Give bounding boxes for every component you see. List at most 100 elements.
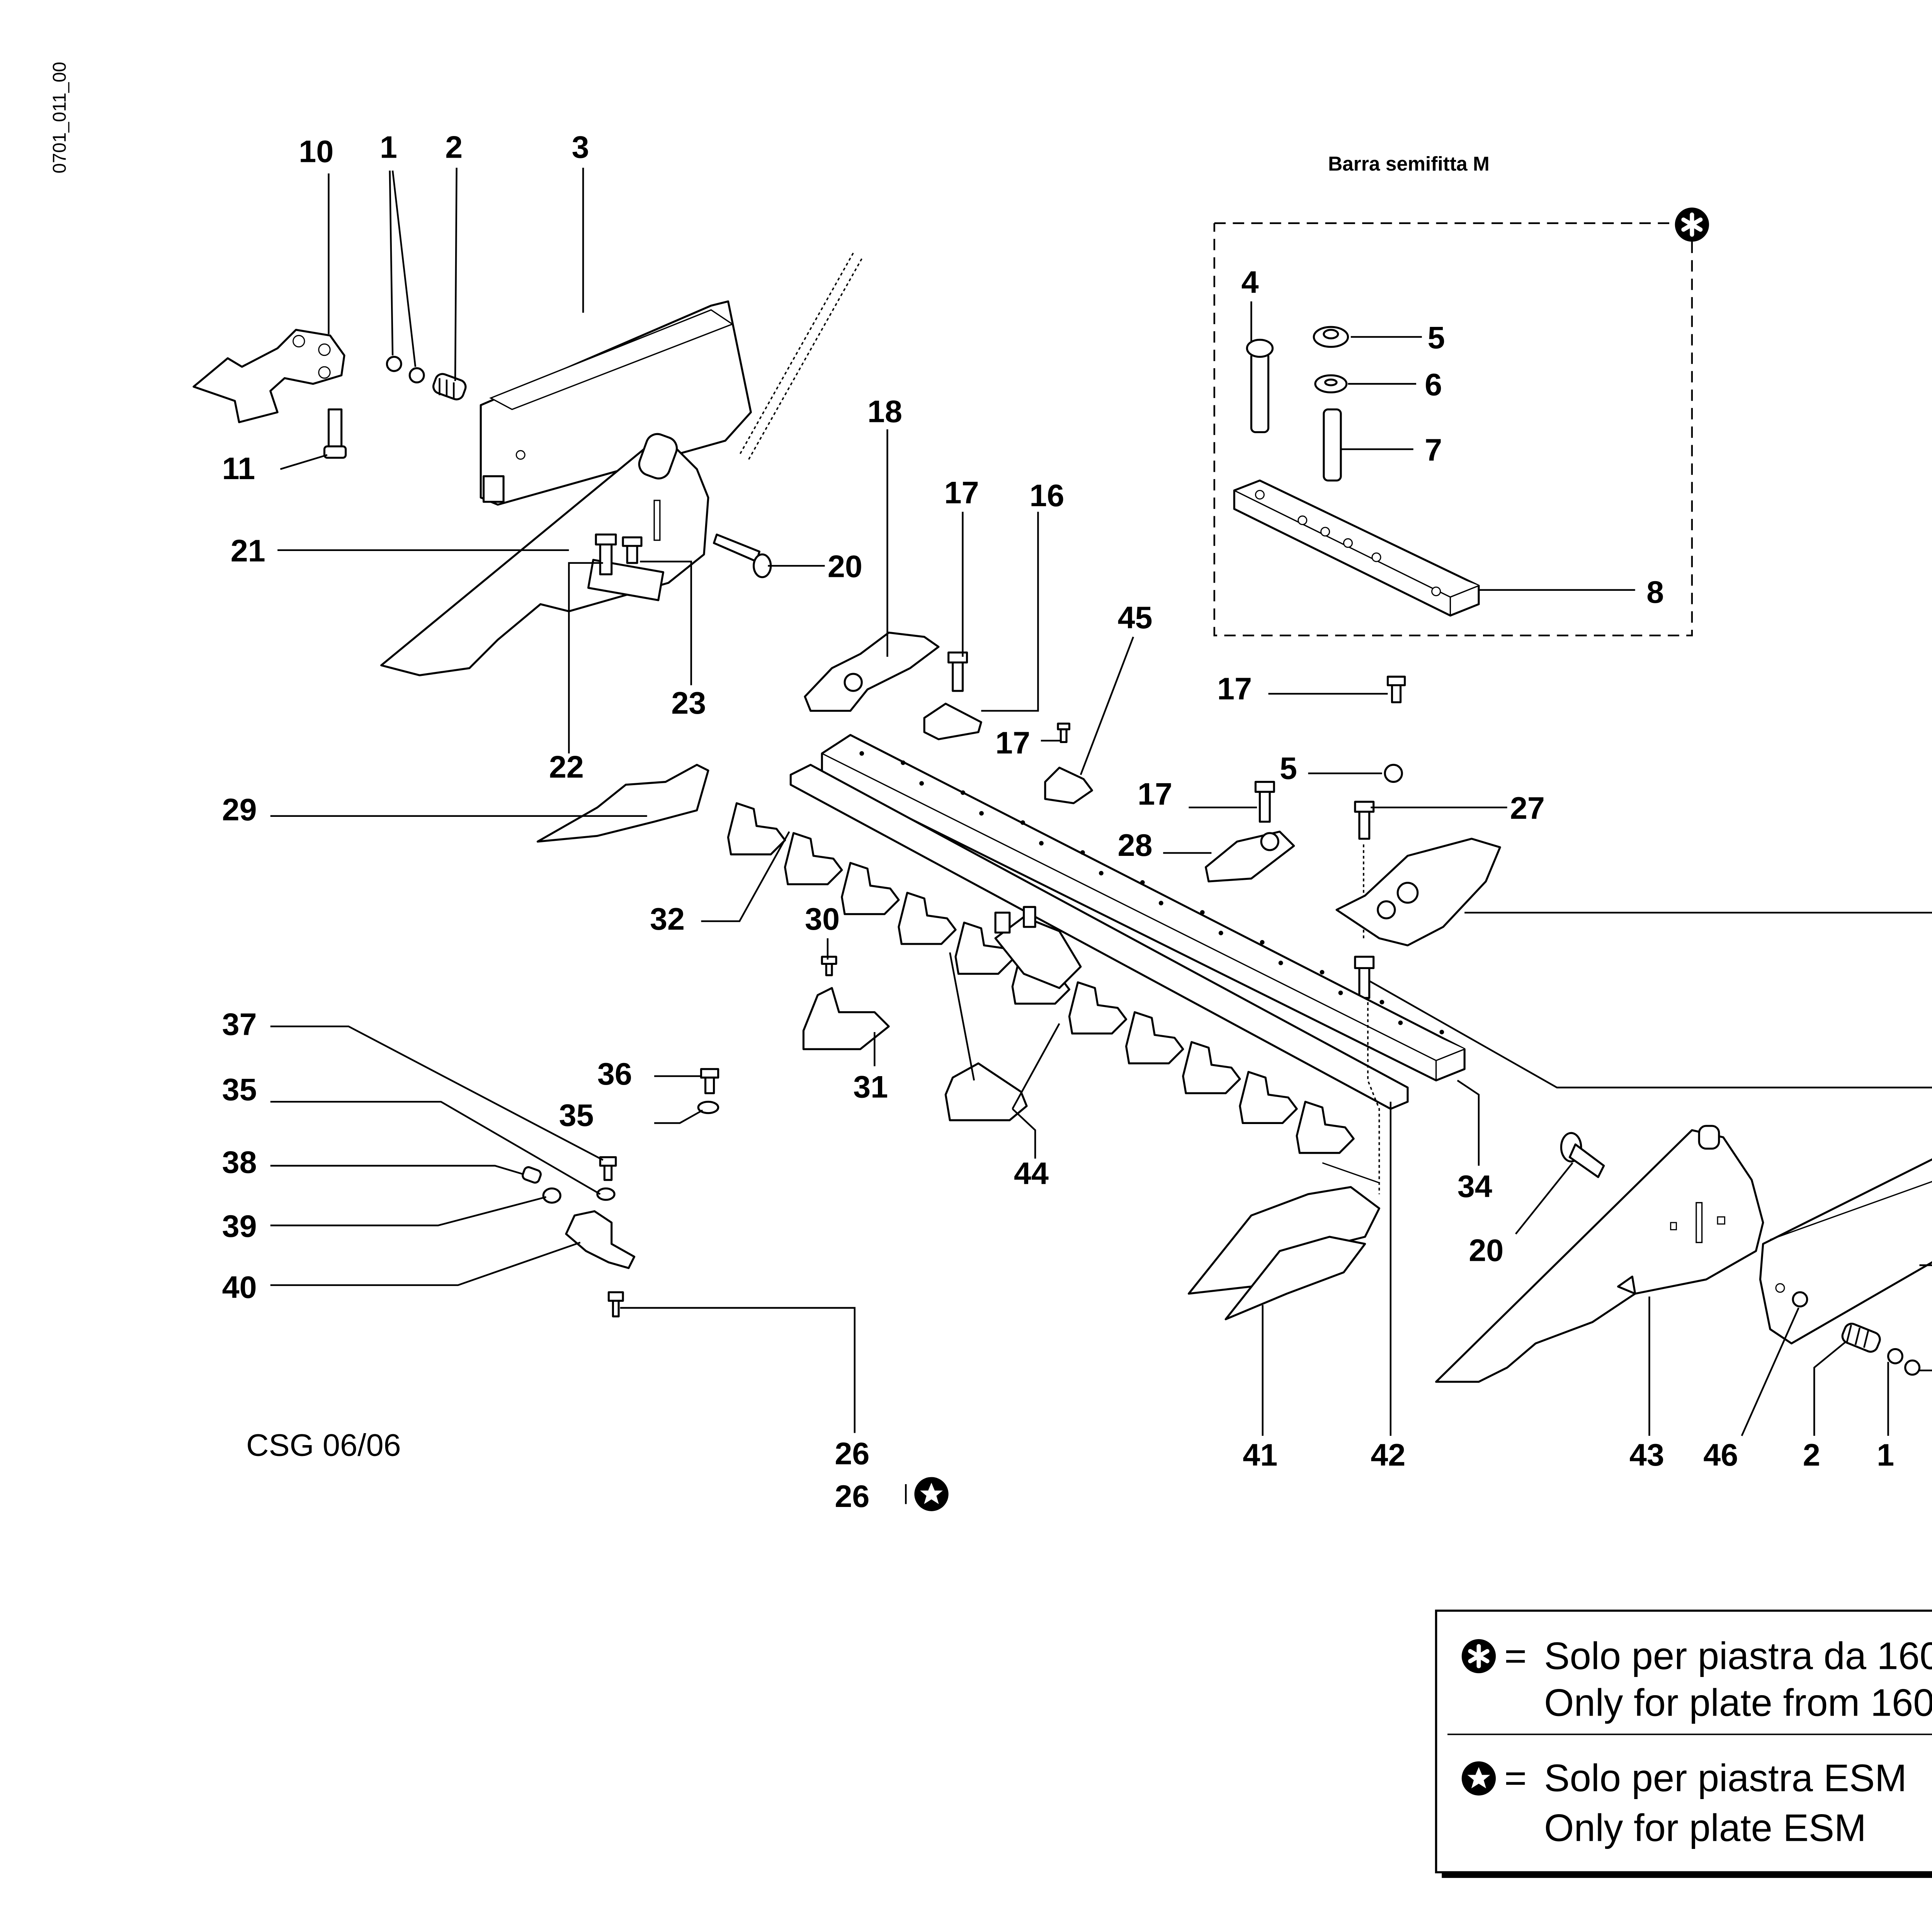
callout-29: 29 bbox=[222, 793, 257, 827]
bar-hole bbox=[1039, 841, 1044, 846]
bar-hole bbox=[1099, 871, 1104, 876]
part-10-bracket bbox=[192, 328, 345, 423]
part-23-bolt bbox=[622, 536, 643, 564]
callout-2: 2 bbox=[1803, 1438, 1820, 1473]
callout-2: 2 bbox=[445, 130, 463, 165]
asterisk-circle-icon bbox=[1461, 1639, 1496, 1673]
part-19-shield bbox=[1759, 1158, 1932, 1345]
inset-bolt-4 bbox=[1246, 338, 1274, 434]
callout-41: 41 bbox=[1243, 1438, 1277, 1473]
callout-32: 32 bbox=[650, 902, 685, 937]
part-44-section bbox=[944, 1062, 1028, 1121]
callout-labels: 10 1 2 3 11 21 20 22 23 18 17 16 17 45 4… bbox=[222, 130, 1894, 1514]
legend-equals: = bbox=[1504, 1757, 1527, 1800]
callout-6: 6 bbox=[1425, 367, 1442, 402]
bar-hole bbox=[919, 781, 924, 786]
callout-35: 35 bbox=[559, 1098, 594, 1133]
knife-section bbox=[727, 802, 786, 855]
callout-28: 28 bbox=[1117, 828, 1152, 863]
part-4-bolt bbox=[1354, 956, 1375, 999]
bar-hole bbox=[1379, 1000, 1384, 1005]
bar-hole bbox=[1158, 901, 1163, 906]
part-39-cap bbox=[542, 1187, 561, 1204]
part-27-bolt bbox=[1354, 801, 1375, 840]
part-1-nuts bbox=[386, 355, 425, 384]
bar-hole bbox=[961, 790, 965, 795]
callout-43: 43 bbox=[1629, 1438, 1664, 1473]
callout-31: 31 bbox=[853, 1070, 888, 1104]
callout-21: 21 bbox=[231, 534, 265, 568]
part-28-plate bbox=[1204, 830, 1295, 883]
inset-washer-6 bbox=[1314, 374, 1348, 394]
bar-hole bbox=[1439, 1030, 1444, 1034]
part-42-knife-back bbox=[789, 764, 1409, 1110]
callout-44: 44 bbox=[1014, 1156, 1049, 1191]
legend-equals: = bbox=[1504, 1634, 1527, 1677]
star-circle-icon bbox=[1461, 1761, 1496, 1796]
callout-27: 27 bbox=[1510, 791, 1545, 826]
callout-45: 45 bbox=[1117, 600, 1152, 635]
callout-11: 11 bbox=[222, 451, 255, 486]
callout-3: 3 bbox=[572, 130, 589, 165]
part-35-washer bbox=[697, 1100, 719, 1114]
knife-section bbox=[1125, 1011, 1184, 1065]
inset-title: Barra semifitta M bbox=[1328, 152, 1490, 175]
part-17-bolt-d bbox=[1254, 781, 1275, 823]
part-38-bushing bbox=[522, 1166, 542, 1184]
callout-1: 1 bbox=[1877, 1438, 1894, 1473]
legend-item-1: = Solo per piastra da 1600SF/SF-SP Only … bbox=[1461, 1634, 1932, 1725]
revision-label: CSG 06/06 bbox=[246, 1428, 401, 1463]
part-3-shield bbox=[480, 300, 752, 506]
callout-30: 30 bbox=[805, 902, 840, 937]
knife-section bbox=[898, 891, 957, 945]
part-2-spring bbox=[432, 373, 467, 401]
legend-line-it: Solo per piastra ESM bbox=[1544, 1757, 1907, 1800]
part-37-bolt bbox=[599, 1156, 617, 1181]
part-20-pin-b bbox=[1560, 1132, 1605, 1178]
legend-line-en: Only for plate from 1600SF/SF-SP bbox=[1544, 1682, 1932, 1725]
knife-head-clamp bbox=[994, 906, 1082, 989]
legend-item-2: = Solo per piastra ESM Only for plate ES… bbox=[1461, 1757, 1907, 1849]
bar-hole bbox=[1218, 930, 1223, 935]
part-41-double-guard bbox=[1187, 1162, 1380, 1320]
knife-section bbox=[784, 832, 843, 885]
callout-5: 5 bbox=[1280, 751, 1297, 786]
inset-dashed-frame bbox=[1213, 222, 1693, 636]
part-5-nut bbox=[1384, 764, 1403, 783]
bar-hole bbox=[1260, 940, 1265, 945]
bar-hole bbox=[1140, 880, 1145, 885]
bar-hole bbox=[1398, 1020, 1403, 1025]
leader-lines bbox=[270, 168, 1932, 1436]
assembly-axis-4 bbox=[1367, 1002, 1380, 1194]
knife-section bbox=[1296, 1100, 1355, 1154]
bar-hole bbox=[979, 811, 984, 816]
inset-bar-8 bbox=[1233, 479, 1480, 617]
cutter-bar-holes bbox=[859, 751, 1444, 1034]
bar-hole bbox=[1338, 990, 1343, 995]
callout-38: 38 bbox=[222, 1145, 257, 1180]
part-35-washer-b bbox=[596, 1187, 616, 1201]
callout-36: 36 bbox=[597, 1057, 632, 1092]
bar-hole bbox=[1080, 850, 1085, 855]
callout-17: 17 bbox=[995, 726, 1030, 760]
part-1-nuts-b bbox=[1887, 1348, 1921, 1376]
legend-box: = Solo per piastra da 1600SF/SF-SP Only … bbox=[1435, 1609, 1932, 1878]
bar-hole bbox=[859, 751, 864, 756]
bar-hole bbox=[1020, 820, 1025, 825]
bar-hole bbox=[901, 760, 906, 765]
callout-18: 18 bbox=[867, 395, 902, 429]
part-22-bolt bbox=[595, 533, 617, 575]
part-20-pin bbox=[713, 533, 772, 578]
part-21-divider bbox=[380, 433, 709, 677]
knife-section bbox=[841, 862, 900, 915]
callout-20: 20 bbox=[1469, 1233, 1503, 1268]
part-26-bolt bbox=[607, 1291, 624, 1318]
part-17-bolt-c bbox=[1386, 675, 1406, 704]
callout-17: 17 bbox=[1217, 672, 1252, 706]
part-17-bolt-b bbox=[1057, 723, 1070, 743]
part-16-block bbox=[923, 702, 982, 740]
callout-4: 4 bbox=[1242, 265, 1259, 300]
dotted-rod bbox=[739, 252, 862, 461]
legend-line-it: Solo per piastra da 1600SF/SF-SP bbox=[1544, 1634, 1932, 1677]
